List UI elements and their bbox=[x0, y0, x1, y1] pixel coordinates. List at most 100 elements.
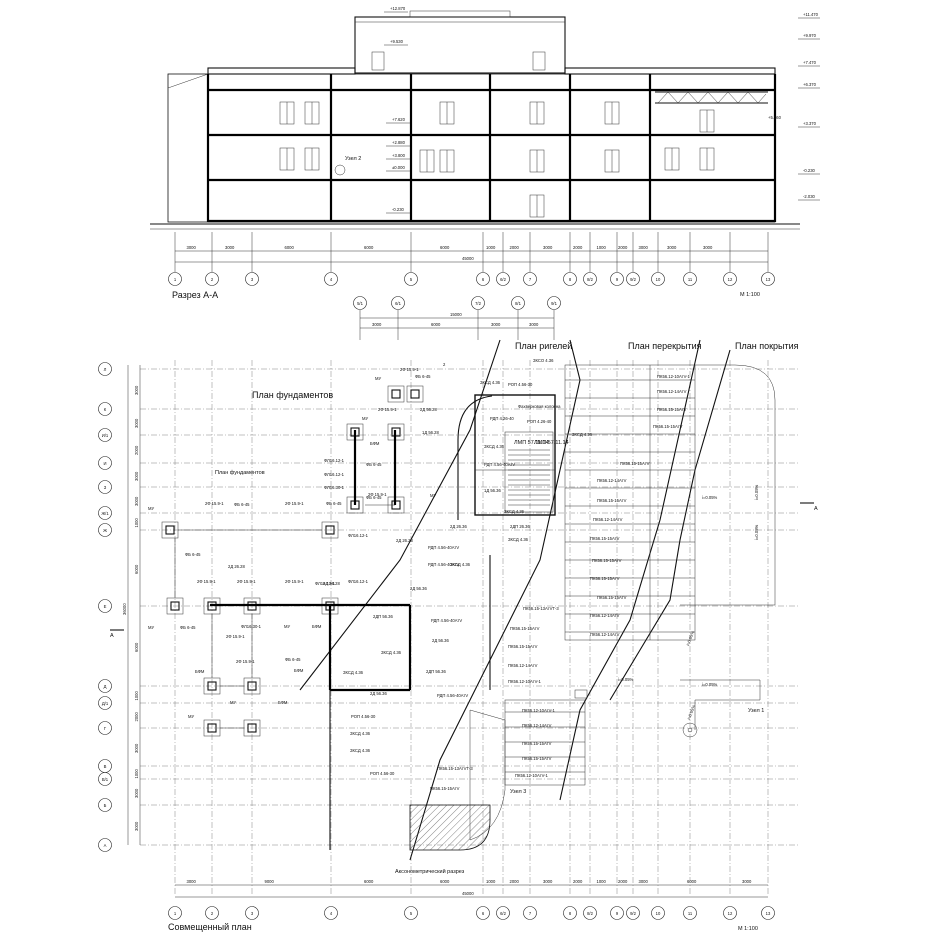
girder-label: ЗКСО 4.36 bbox=[533, 358, 554, 363]
foundation-label: МУ bbox=[188, 714, 194, 719]
axis-bubble-top bbox=[353, 296, 367, 310]
foundation-label: МУ bbox=[230, 700, 236, 705]
foundation-label: 2 bbox=[443, 362, 446, 367]
slab-label: ПК56.15-15АтV bbox=[620, 461, 650, 466]
axis-label-left: А bbox=[104, 843, 107, 848]
axis-label: 6 bbox=[482, 277, 485, 282]
section-dim: 3000 bbox=[187, 245, 197, 250]
foundation-label: ФБ 6-45 bbox=[415, 374, 431, 379]
slab-label: ПК56.15-15АтV bbox=[430, 786, 460, 791]
axis-label-left: Д bbox=[104, 684, 107, 689]
foundation-label: 2Д 26.28 bbox=[396, 538, 413, 543]
girder-label: 2Д 56.36 bbox=[432, 638, 449, 643]
axis-label: 9/2 bbox=[630, 277, 636, 282]
section-level-right: -0.230 bbox=[803, 168, 816, 173]
foundation-label: 2Д 56.28 bbox=[420, 407, 437, 412]
axis-label-bottom: 6 bbox=[482, 911, 485, 916]
roof-slope-label: i=0.05% bbox=[702, 495, 718, 500]
bottom-dim: 9000 bbox=[265, 879, 275, 884]
axis-bubble-bottom bbox=[205, 906, 219, 920]
section-dim: 3000 bbox=[225, 245, 235, 250]
axis-label-left: И/1 bbox=[102, 433, 109, 438]
slab-label: ПК56.12-14АтV bbox=[590, 632, 620, 637]
axis-label: 3 bbox=[251, 277, 254, 282]
slab-label: ПК56.12-10АтV-1 bbox=[508, 679, 542, 684]
foundation-label: МУ bbox=[375, 376, 381, 381]
axis-bubble bbox=[626, 272, 640, 286]
slab-label: ПК56.12-14АтV bbox=[593, 517, 623, 522]
axis-bubble bbox=[523, 272, 537, 286]
slab-panels bbox=[504, 364, 696, 786]
axis-label-bottom: 7 bbox=[529, 911, 532, 916]
bottom-dim: 1000 bbox=[486, 879, 496, 884]
section-level-left: +7.620 bbox=[392, 117, 406, 122]
axis-label-bottom: 3 bbox=[251, 911, 254, 916]
axis-bubble bbox=[496, 272, 510, 286]
axis-bubble bbox=[723, 272, 737, 286]
node1-label: Узел 1 bbox=[748, 708, 764, 714]
axis-bubble bbox=[583, 272, 597, 286]
axis-label-left: Ж bbox=[103, 528, 107, 533]
axis-label: 7 bbox=[529, 277, 532, 282]
foundation-label: БФМ bbox=[278, 700, 288, 705]
left-dim: 6000 bbox=[134, 642, 139, 652]
section-dim: 3000 bbox=[703, 245, 713, 250]
bottom-dim: 2000 bbox=[510, 879, 520, 884]
axis-bubble bbox=[651, 272, 665, 286]
axis-bubble bbox=[168, 272, 182, 286]
foundation-label: 2Ф 15.9-1 bbox=[237, 579, 256, 584]
roof-slope-label: i=0.05% bbox=[754, 524, 759, 540]
stair-label-2: ЛМП 57.11.14 bbox=[534, 440, 569, 446]
top-dim-total: 15000 bbox=[450, 312, 462, 317]
axis-label: 12 bbox=[728, 277, 733, 282]
axis-label-left: И bbox=[103, 461, 106, 466]
bottom-dim: 3000 bbox=[639, 879, 649, 884]
roof-slope-label-alt: i=0.05% bbox=[686, 704, 696, 720]
slab-label: ПК56.15-15АтV bbox=[597, 595, 627, 600]
axis-label-left: Д/1 bbox=[102, 701, 109, 706]
bottom-dim: 6000 bbox=[364, 879, 374, 884]
axis-bubble-left bbox=[98, 721, 112, 735]
foundation-label: 2Ф 15.9-1 bbox=[285, 501, 304, 506]
axis-label-bottom: 12 bbox=[728, 911, 733, 916]
bottom-dim: 2000 bbox=[573, 879, 583, 884]
girder-label: 2Д 56.36 bbox=[410, 586, 427, 591]
left-dim: 3000 bbox=[134, 471, 139, 481]
axis-label: 9 bbox=[616, 277, 619, 282]
node3-label: Узел 3 bbox=[510, 789, 526, 795]
axis-label-left: Л bbox=[104, 367, 107, 372]
axis-label-bottom: 11 bbox=[688, 911, 693, 916]
axis-label-bottom: 13 bbox=[766, 911, 771, 916]
girder-label: 1Д 56.36 bbox=[484, 488, 501, 493]
bottom-dim: 1000 bbox=[597, 879, 607, 884]
top-dim: 6000 bbox=[431, 322, 441, 327]
slab-label: ПК56.15-15АтV bbox=[522, 741, 552, 746]
slab-label: ПК56.15-13АтVТ-3 bbox=[523, 606, 559, 611]
axis-label-left: Е bbox=[104, 604, 107, 609]
axis-bubble-top bbox=[547, 296, 561, 310]
axis-bubble-bottom bbox=[476, 906, 490, 920]
axis-bubble-bottom bbox=[324, 906, 338, 920]
girder-label: ЗКСД 4.36 bbox=[381, 650, 402, 655]
axis-bubble bbox=[324, 272, 338, 286]
axis-bubble-top bbox=[391, 296, 405, 310]
axis-label-bottom: 1 bbox=[174, 911, 177, 916]
foundation-label: 2Ф 15.9-1 bbox=[236, 659, 255, 664]
axis-bubble-top bbox=[511, 296, 525, 310]
axis-label-bottom: 9 bbox=[616, 911, 619, 916]
axis-bubble-left bbox=[98, 679, 112, 693]
bottom-dim: 2000 bbox=[618, 879, 628, 884]
slab-label: ПК56.15-15АтV bbox=[522, 756, 552, 761]
left-dim: 2000 bbox=[134, 445, 139, 455]
axis-bubble bbox=[245, 272, 259, 286]
girder-label: ЗКСД 4.36 bbox=[480, 380, 501, 385]
axis-bubble-bottom bbox=[496, 906, 510, 920]
foundation-label: ФБ 6-45 bbox=[285, 657, 301, 662]
foundation-label: 1Д 56.28 bbox=[422, 430, 439, 435]
axis-bubble bbox=[683, 272, 697, 286]
axis-label-top: 8/1 bbox=[515, 301, 521, 306]
axis-bubble-left bbox=[98, 402, 112, 416]
foundation-label: ФЛ16.12-1 bbox=[315, 581, 336, 586]
slab-label: ПК56.12-14АтV bbox=[597, 478, 627, 483]
axis-label-top: 5/1 bbox=[357, 301, 363, 306]
